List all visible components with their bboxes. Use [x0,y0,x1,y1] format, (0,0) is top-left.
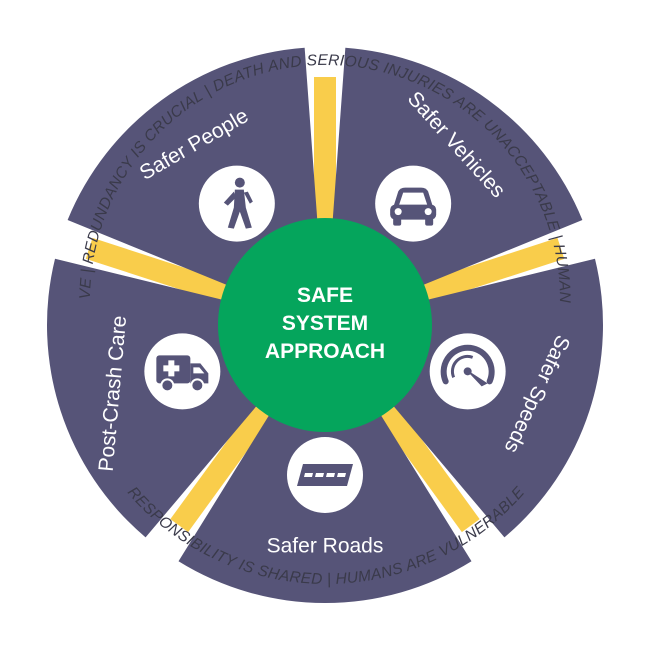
center-line-3: APPROACH [265,340,385,363]
segment-safer-roads: Safer Roads [178,403,472,603]
connector-bar [170,399,276,533]
center-circle [218,218,432,432]
segment-safer-speeds: Safer Speeds [384,258,603,538]
ambulance-icon [144,333,221,410]
connector-layer [85,77,565,533]
connector-bar [85,237,234,305]
center-hub: SAFE SYSTEM APPROACH [218,218,432,432]
road-icon [287,437,363,513]
center-line-1: SAFE [297,284,353,307]
segment-safer-vehicles: Safer Vehicles [331,47,583,291]
connector-bar [374,399,480,533]
segment-post-crash-care: Post-Crash Care [46,258,266,538]
pedestrian-icon [198,165,275,242]
segment-safer-people: Safer People [67,47,319,291]
speedometer-icon [429,333,506,410]
car-icon [375,165,452,242]
connector-bar [416,237,565,305]
segment-label: Safer Roads [267,535,384,558]
center-line-2: SYSTEM [282,312,368,335]
